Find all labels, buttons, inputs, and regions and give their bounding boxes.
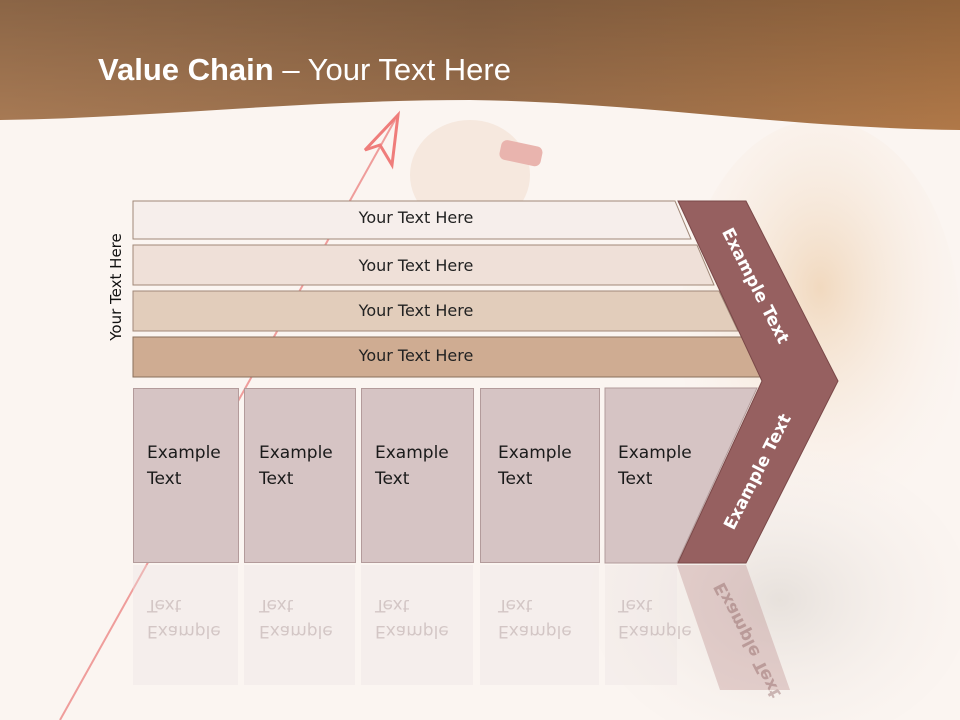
box-shape-5[interactable] [604, 387, 758, 564]
trend-arrow-head [363, 110, 401, 170]
title-bold: Value Chain [98, 52, 274, 87]
row-label-1: Your Text Here [358, 208, 474, 227]
marker-cap-shape [499, 140, 543, 167]
box-reflection [361, 565, 473, 685]
example-box-2[interactable] [244, 388, 356, 563]
title-rest: – Your Text Here [273, 52, 511, 87]
row-label-3: Your Text Here [358, 301, 474, 320]
box-reflection [244, 565, 355, 685]
chevron-shape[interactable] [677, 200, 839, 564]
row-shape-1[interactable] [132, 200, 692, 240]
example-box-3[interactable] [361, 388, 474, 563]
example-box-4[interactable] [480, 388, 600, 563]
slide-title: Value Chain – Your Text Here [98, 52, 511, 88]
row-label-2: Your Text Here [358, 256, 474, 275]
row-label-4: Your Text Here [358, 346, 474, 365]
box-reflection [133, 565, 238, 685]
row-shape-3[interactable] [132, 290, 739, 332]
example-box-1[interactable] [133, 388, 239, 563]
row-shape-2[interactable] [132, 244, 715, 286]
box-reflection [605, 565, 677, 685]
chevron-reflection [677, 565, 790, 690]
box-reflection [480, 565, 599, 685]
